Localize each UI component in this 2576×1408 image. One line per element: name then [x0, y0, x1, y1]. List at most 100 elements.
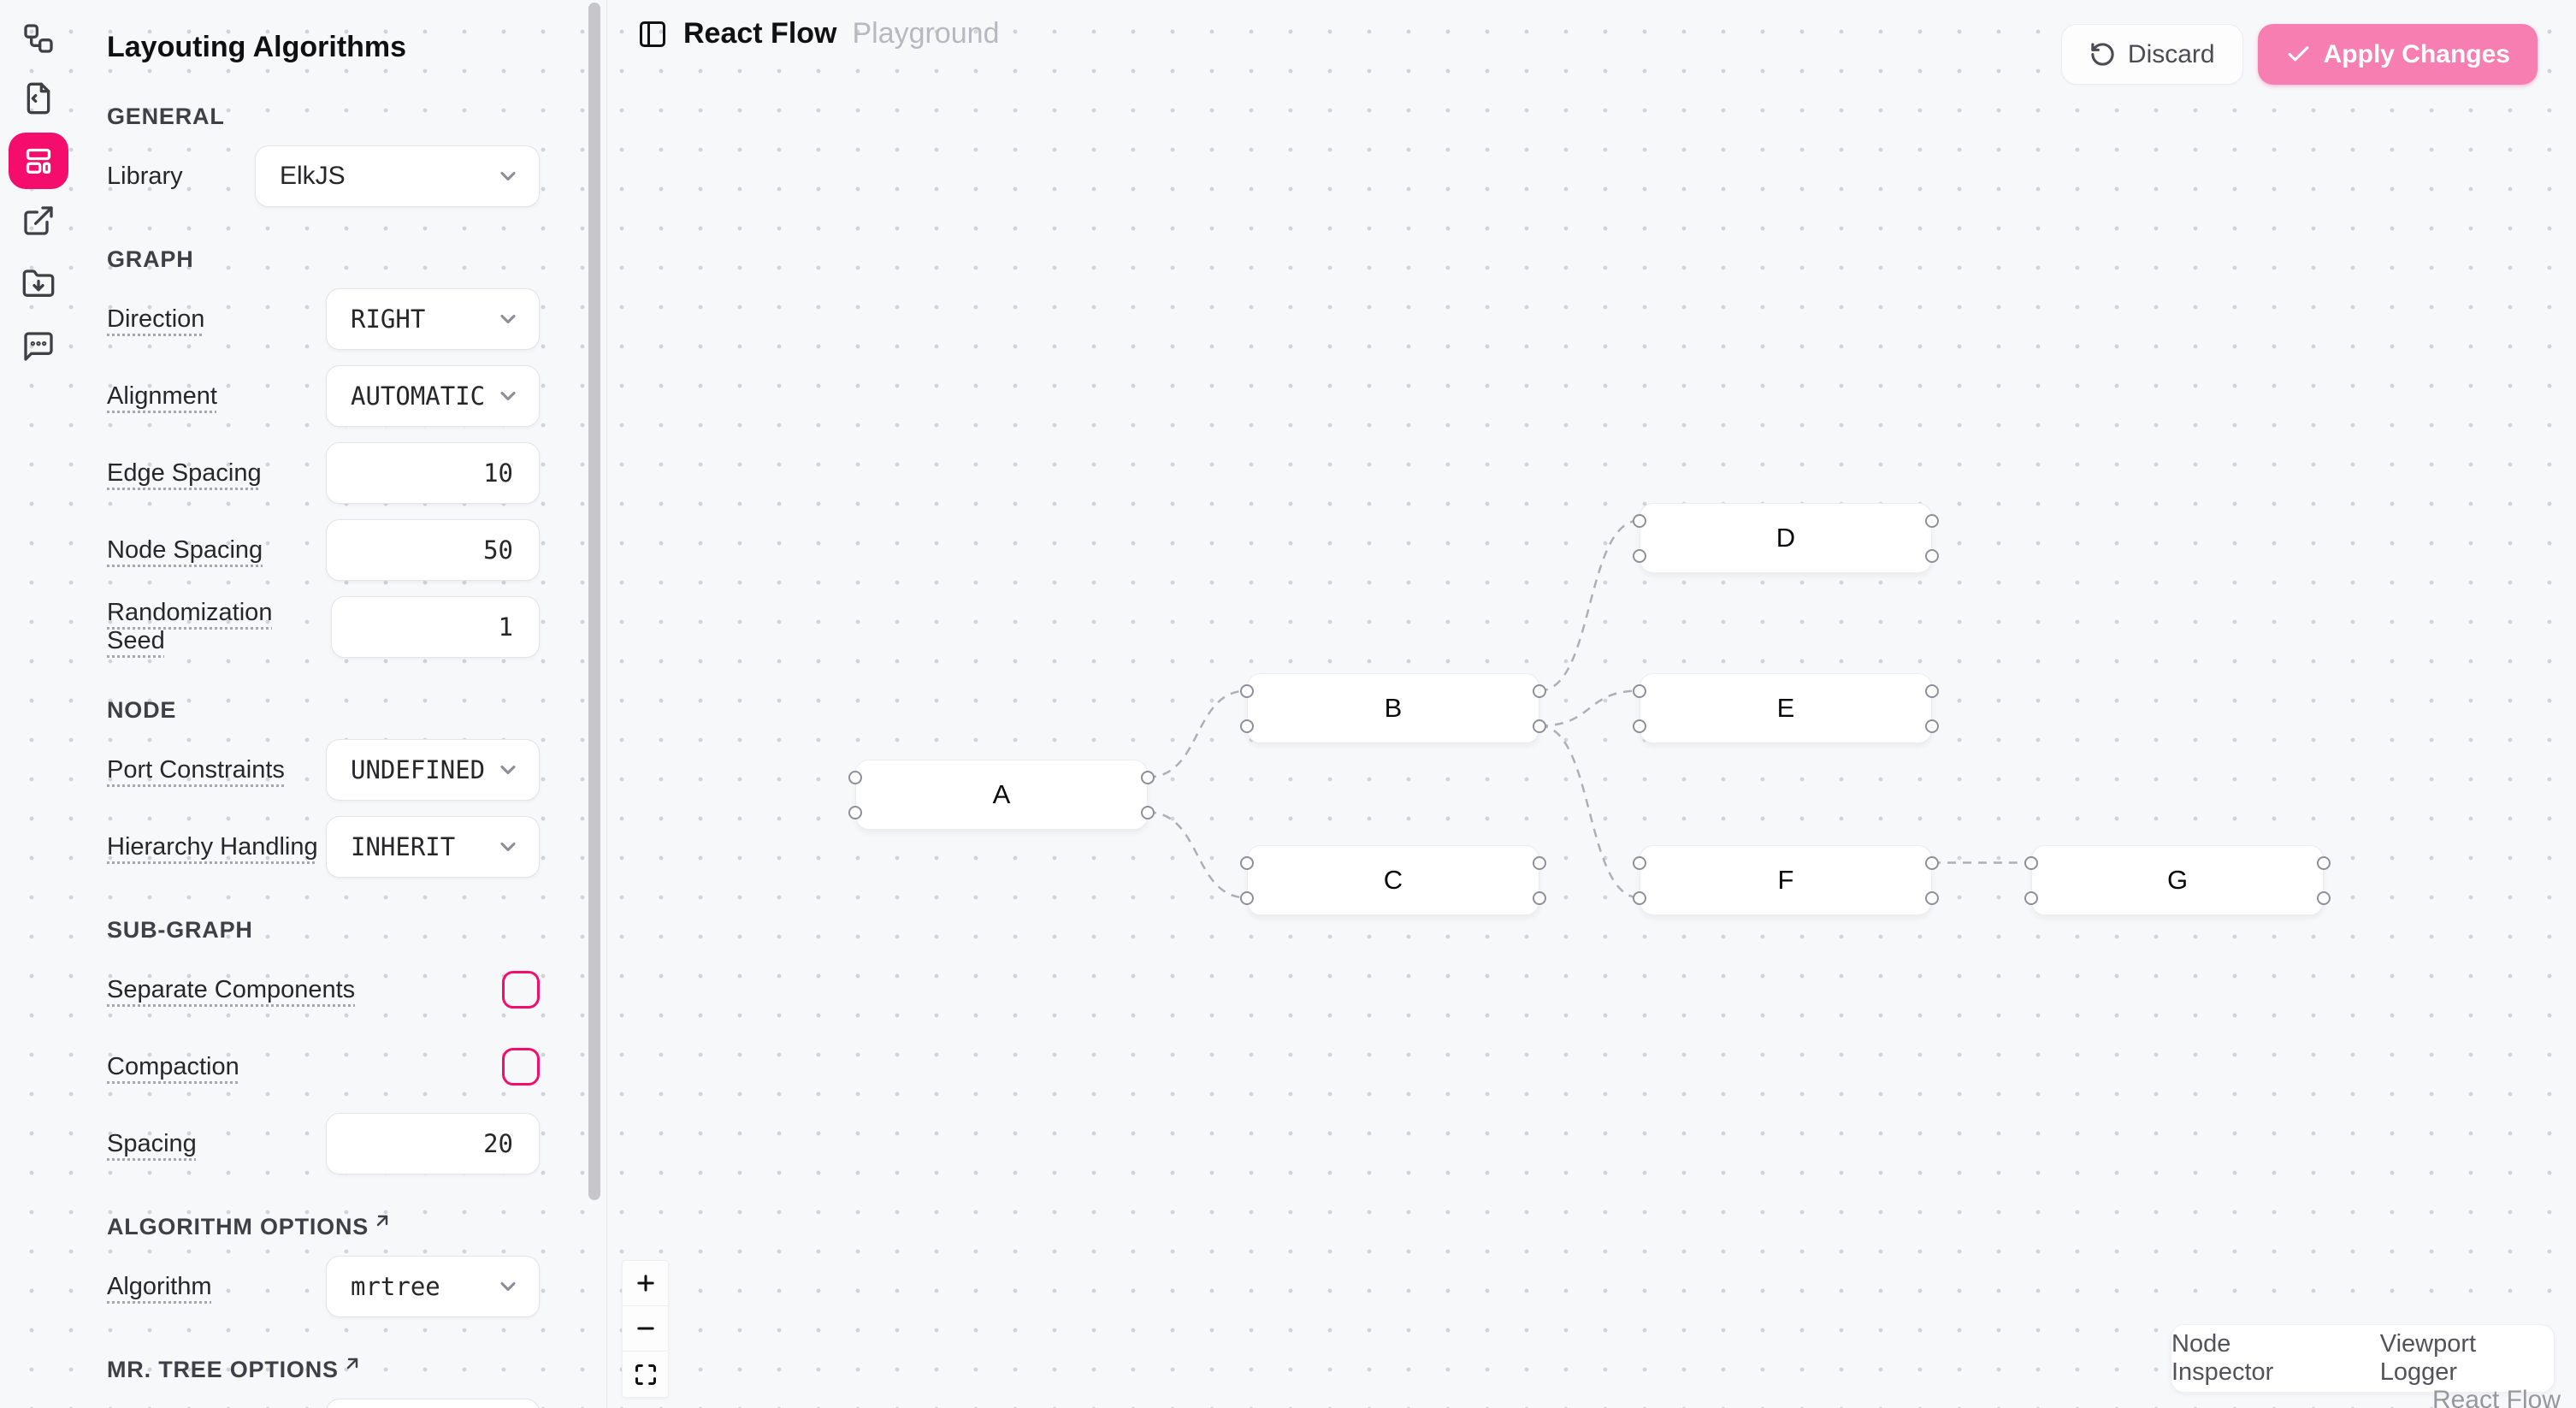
node-handle[interactable] [1925, 891, 1939, 905]
flow-edge[interactable] [1539, 725, 1640, 899]
flow-edge[interactable] [1147, 689, 1248, 778]
node-handle[interactable] [1240, 719, 1254, 733]
rail-item-layouting[interactable] [9, 133, 68, 189]
node-label: C [1383, 865, 1403, 895]
node-handle[interactable] [1533, 684, 1546, 698]
node-handle[interactable] [1240, 856, 1254, 870]
rail-item-workflow[interactable] [20, 20, 57, 57]
library-select[interactable]: ElkJS [255, 145, 540, 207]
rail-item-feedback[interactable] [20, 328, 57, 365]
node-handle[interactable] [1141, 771, 1155, 784]
spacing-input[interactable]: 20 [326, 1113, 540, 1174]
layouting-panel: Layouting Algorithms GENERAL Library Elk… [77, 0, 607, 1408]
setting-row-port-constraints: Port Constraints UNDEFINED [107, 739, 540, 801]
node-handle[interactable] [1925, 856, 1939, 870]
discard-button[interactable]: Discard [2060, 24, 2243, 85]
select-value: ElkJS [280, 162, 346, 190]
rail-item-file-code[interactable] [20, 80, 57, 117]
port-constraints-select[interactable]: UNDEFINED [326, 739, 540, 801]
select-value: AUTOMATIC [351, 382, 486, 411]
node-handle[interactable] [1633, 891, 1646, 905]
setting-label: Separate Components [107, 975, 356, 1003]
node-handle[interactable] [1633, 549, 1646, 563]
flow-node[interactable]: C [1240, 845, 1546, 915]
flow-node[interactable]: D [1633, 503, 1939, 573]
flow-node[interactable]: F [1633, 845, 1939, 915]
flow-edge[interactable] [1147, 811, 1248, 899]
mr-tree-select[interactable] [326, 1399, 540, 1408]
node-handle[interactable] [1925, 514, 1939, 528]
setting-row-randomization-seed: Randomization Seed 1 [107, 596, 540, 658]
node-handle[interactable] [848, 771, 862, 784]
compaction-checkbox[interactable] [502, 1048, 540, 1086]
hierarchy-handling-select[interactable]: INHERIT [326, 816, 540, 878]
zoom-in-button[interactable] [623, 1261, 668, 1306]
apply-changes-button[interactable]: Apply Changes [2257, 24, 2538, 85]
setting-label: Node Spacing [107, 535, 263, 564]
chevron-down-icon [496, 384, 520, 408]
node-handle[interactable] [1533, 719, 1546, 733]
node-label: A [992, 779, 1011, 809]
node-spacing-input[interactable]: 50 [326, 519, 540, 581]
folder-down-icon [22, 269, 55, 297]
flow-edge[interactable] [1539, 689, 1640, 727]
setting-row-algorithm: Algorithm mrtree [107, 1256, 540, 1317]
message-dots-icon [24, 332, 53, 361]
separate-components-checkbox[interactable] [502, 971, 540, 1009]
direction-select[interactable]: RIGHT [326, 288, 540, 350]
panel-scrollbar[interactable] [588, 3, 600, 1200]
panel-toggle-icon[interactable] [637, 19, 668, 50]
section-label: GRAPH [107, 246, 194, 272]
viewport-logger-button[interactable]: Viewport Logger [2379, 1330, 2477, 1386]
randomization-seed-input[interactable]: 1 [331, 596, 540, 658]
node-handle[interactable] [1633, 719, 1646, 733]
select-value: RIGHT [351, 305, 426, 334]
arrow-up-right-icon [346, 1358, 358, 1370]
flow-edge[interactable] [1539, 519, 1640, 692]
node-handle[interactable] [1141, 806, 1155, 819]
node-handle[interactable] [1633, 684, 1646, 698]
node-label: E [1776, 693, 1795, 723]
node-handle[interactable] [1925, 684, 1939, 698]
fit-view-button[interactable] [623, 1352, 668, 1397]
setting-row-alignment: Alignment AUTOMATIC [107, 365, 540, 427]
node-handle[interactable] [1240, 684, 1254, 698]
node-handle[interactable] [2317, 891, 2331, 905]
icon-rail [0, 0, 77, 1408]
node-handle[interactable] [1533, 891, 1546, 905]
node-handle[interactable] [1633, 514, 1646, 528]
node-handle[interactable] [1925, 719, 1939, 733]
node-inspector-button[interactable]: Node Inspector [2171, 1330, 2274, 1386]
node-handle[interactable] [2024, 856, 2038, 870]
minus-icon [636, 1327, 654, 1330]
algorithm-select[interactable]: mrtree [326, 1256, 540, 1317]
file-code-icon [27, 82, 50, 115]
zoom-controls [622, 1260, 669, 1398]
rail-item-external[interactable] [20, 202, 57, 240]
setting-label: Alignment [107, 382, 217, 410]
alignment-select[interactable]: AUTOMATIC [326, 365, 540, 427]
setting-label: Randomization Seed [107, 599, 273, 654]
node-handle[interactable] [1633, 856, 1646, 870]
node-handle[interactable] [1533, 856, 1546, 870]
node-handle[interactable] [1240, 891, 1254, 905]
edge-spacing-input[interactable]: 10 [326, 442, 540, 504]
node-handle[interactable] [2317, 856, 2331, 870]
input-value: 10 [483, 458, 513, 488]
section-header-mr-tree-options[interactable]: MR. TREE OPTIONS [107, 1357, 540, 1383]
external-link-icon [24, 206, 53, 235]
flow-node[interactable]: E [1633, 673, 1939, 743]
flow-node[interactable]: G [2024, 845, 2331, 915]
section-header-algorithm-options[interactable]: ALGORITHM OPTIONS [107, 1214, 540, 1240]
flow-node[interactable]: B [1240, 673, 1546, 743]
node-handle[interactable] [2024, 891, 2038, 905]
node-handle[interactable] [848, 806, 862, 819]
node-handle[interactable] [1925, 549, 1939, 563]
setting-row-library: Library ElkJS [107, 145, 540, 207]
flow-node[interactable]: A [848, 760, 1155, 830]
chevron-down-icon [496, 1275, 520, 1299]
apply-changes-label: Apply Changes [2323, 39, 2510, 68]
rail-item-folder-download[interactable] [20, 265, 57, 303]
zoom-out-button[interactable] [623, 1306, 668, 1352]
